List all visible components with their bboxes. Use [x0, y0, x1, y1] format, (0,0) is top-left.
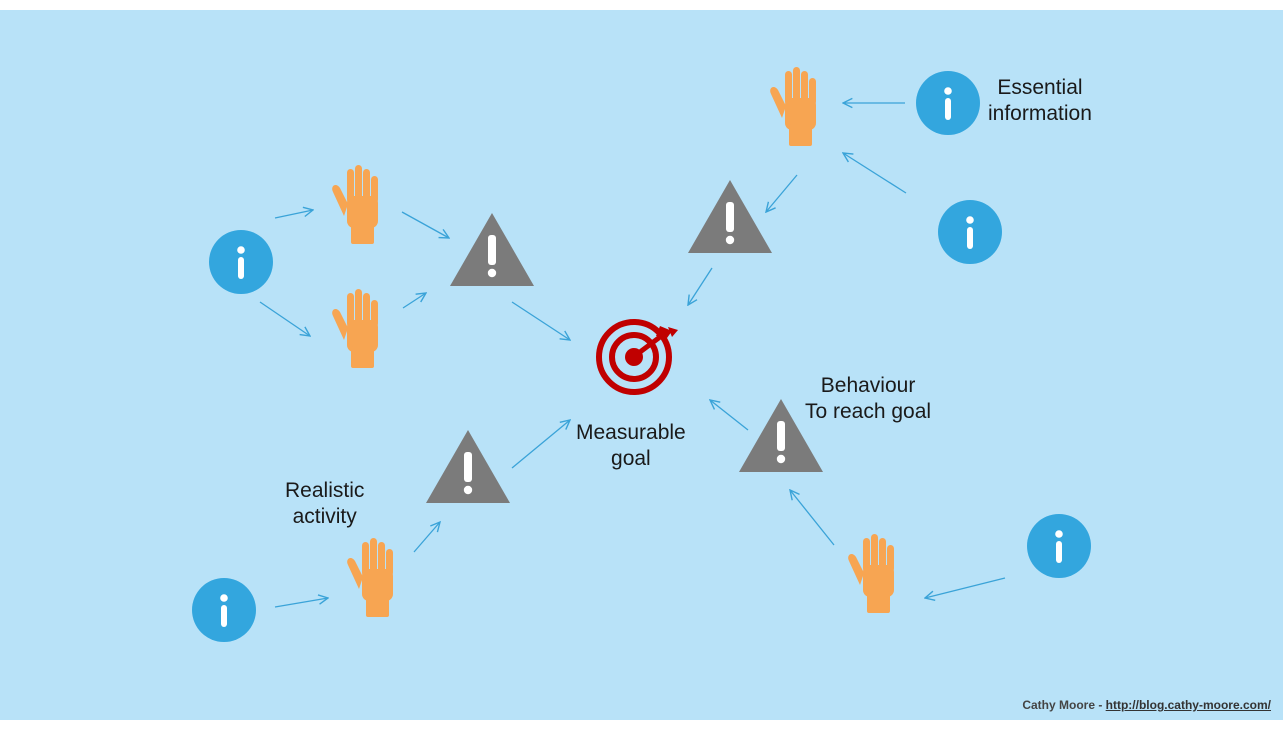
arrow	[925, 577, 1006, 598]
info-icon	[1027, 514, 1091, 578]
arrow	[790, 490, 835, 546]
arrows	[259, 103, 1006, 608]
arrow	[259, 301, 310, 336]
credit-line: Cathy Moore - http://blog.cathy-moore.co…	[1022, 698, 1271, 712]
arrow	[274, 210, 313, 219]
measurable-goal-label: Measurable goal	[576, 421, 686, 470]
arrow	[274, 598, 328, 608]
arrow	[402, 293, 426, 309]
arrow	[688, 267, 713, 305]
arrow	[511, 420, 570, 469]
hand-icon	[347, 538, 393, 617]
arrow	[710, 400, 749, 431]
hand-icon	[332, 165, 378, 244]
info-icon	[916, 71, 980, 135]
arrow	[843, 153, 907, 194]
target-icon	[596, 319, 678, 395]
hand-icon	[848, 534, 894, 613]
arrow	[766, 174, 798, 212]
info-icon	[192, 578, 256, 642]
info-icon	[938, 200, 1002, 264]
action-map-diagram	[192, 67, 1091, 642]
warning-icon	[426, 430, 510, 503]
hand-icon	[332, 289, 378, 368]
credit-link[interactable]: http://blog.cathy-moore.com/	[1105, 698, 1271, 712]
info-icon	[209, 230, 273, 294]
arrow	[401, 211, 449, 238]
arrow	[511, 301, 570, 340]
realistic-activity-label: Realistic activity	[285, 479, 365, 528]
essential-information-label: Essential information	[988, 76, 1092, 125]
credit-author: Cathy Moore -	[1022, 698, 1106, 712]
behaviour-label: Behaviour To reach goal	[805, 374, 932, 423]
arrow	[413, 522, 440, 553]
hand-icon	[770, 67, 816, 146]
diagram-canvas: Essential information Behaviour To reach…	[0, 10, 1283, 720]
warning-icon	[450, 213, 534, 286]
warning-icon	[688, 180, 772, 253]
